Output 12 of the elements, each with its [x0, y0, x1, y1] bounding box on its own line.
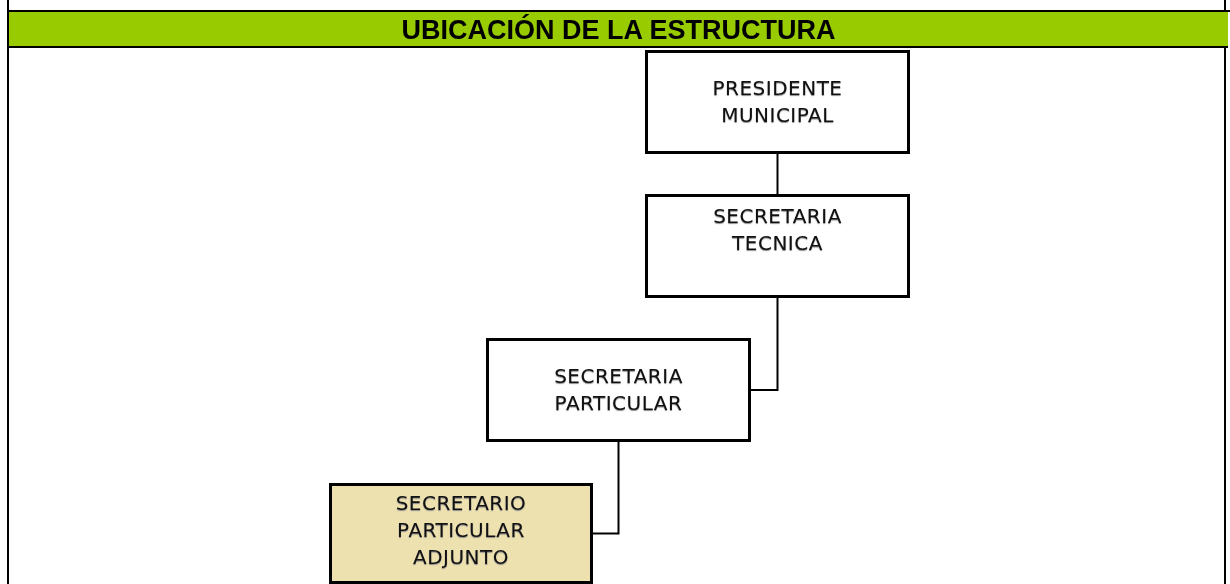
position-label: PRESIDENTE MUNICIPAL	[711, 75, 844, 129]
connector-line	[592, 441, 620, 535]
title-banner: UBICACIÓN DE LA ESTRUCTURA	[9, 12, 1228, 48]
connector-line	[776, 153, 779, 195]
position-label: SECRETARIO PARTICULAR ADJUNTO	[394, 490, 528, 571]
org-box	[486, 338, 751, 442]
org-box	[645, 194, 910, 298]
connector-line	[750, 297, 779, 391]
position-label: SECRETARIA TECNICA	[712, 203, 843, 257]
org-box	[329, 483, 593, 584]
position-label: SECRETARIA PARTICULAR	[553, 363, 684, 417]
org-box	[645, 50, 910, 154]
